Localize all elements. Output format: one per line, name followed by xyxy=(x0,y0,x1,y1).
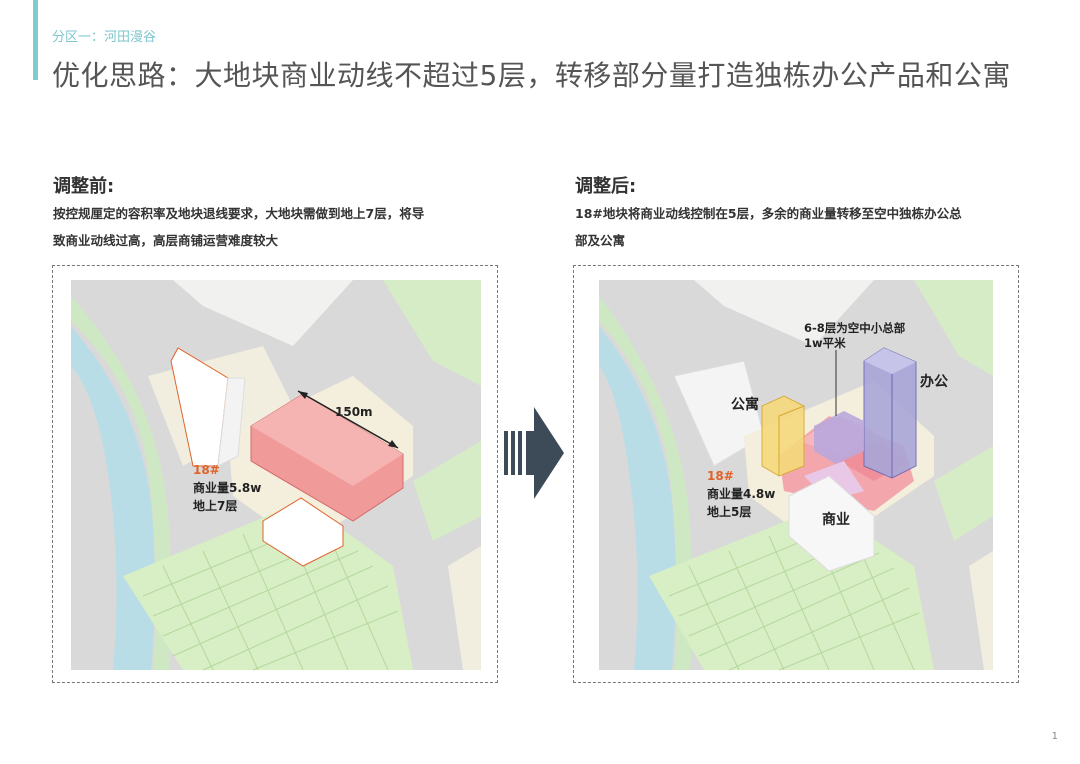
after-description-line1: 18#地块将商业动线控制在5层，多余的商业量转移至空中独栋办公总 xyxy=(575,206,962,221)
office-label: 办公 xyxy=(920,373,948,390)
page-number: 1 xyxy=(1051,731,1058,742)
apartment-tower-side xyxy=(217,377,246,467)
commercial-label: 商业 xyxy=(822,511,850,528)
small-building xyxy=(262,497,344,567)
dimension-arrow-start xyxy=(298,391,308,399)
plot-se xyxy=(448,546,481,670)
after-site-plan: 6-8层为空中小总部 1w平米 办公 公寓 18# 商业量4.8w 地上5层 商… xyxy=(573,265,1019,683)
block-north xyxy=(694,280,874,346)
apartment-tower xyxy=(761,395,805,477)
before-description-line1: 按控规厘定的容积率及地块退线要求，大地块需做到地上7层，将导 xyxy=(53,206,425,221)
sky-office xyxy=(814,411,864,464)
before-description-line2: 致商业动线过高，高层商铺运营难度较大 xyxy=(53,233,279,248)
plot-id-label: 18# xyxy=(193,463,220,477)
dimension-label: 150m xyxy=(335,405,373,419)
green-block-ne xyxy=(914,280,993,376)
plot-id-label: 18# xyxy=(707,469,734,483)
floors-label: 地上7层 xyxy=(193,498,237,513)
plot-se xyxy=(969,551,993,670)
callout-line1: 6-8层为空中小总部 xyxy=(804,321,906,335)
after-heading: 调整后: xyxy=(575,176,637,197)
apartment-label: 公寓 xyxy=(731,396,759,413)
apartment-tower-edge xyxy=(778,405,805,476)
after-description: 18#地块将商业动线控制在5层，多余的商业量转移至空中独栋办公总 部及公寓 xyxy=(575,200,962,254)
before-site-plan: 150m 18# 商业量5.8w 地上7层 xyxy=(52,265,498,683)
before-heading: 调整前: xyxy=(53,176,115,197)
commercial-white xyxy=(788,475,875,572)
mall-roof xyxy=(251,394,403,486)
dimension-line xyxy=(297,390,399,449)
block-north xyxy=(173,280,353,346)
area-label: 商业量5.8w xyxy=(193,480,261,495)
office-tower-roof xyxy=(864,348,916,374)
page-title: 优化思路：大地块商业动线不超过5层，转移部分量打造独栋办公产品和公寓 xyxy=(52,59,1011,92)
transition-arrow-icon xyxy=(504,407,564,499)
before-description: 按控规厘定的容积率及地块退线要求，大地块需做到地上7层，将导 致商业动线过高，高… xyxy=(53,200,424,254)
accent-bar xyxy=(33,0,38,80)
after-description-line2: 部及公寓 xyxy=(575,233,626,248)
area-label: 商业量4.8w xyxy=(707,486,775,501)
green-strip-east xyxy=(934,446,993,541)
section-label: 分区一：河田漫谷 xyxy=(52,30,157,45)
callout-line2: 1w平米 xyxy=(804,336,846,350)
floors-label: 地上5层 xyxy=(707,504,751,519)
dimension-arrow-end xyxy=(388,440,398,448)
green-block-ne xyxy=(383,280,481,386)
green-strip-east xyxy=(413,441,481,541)
